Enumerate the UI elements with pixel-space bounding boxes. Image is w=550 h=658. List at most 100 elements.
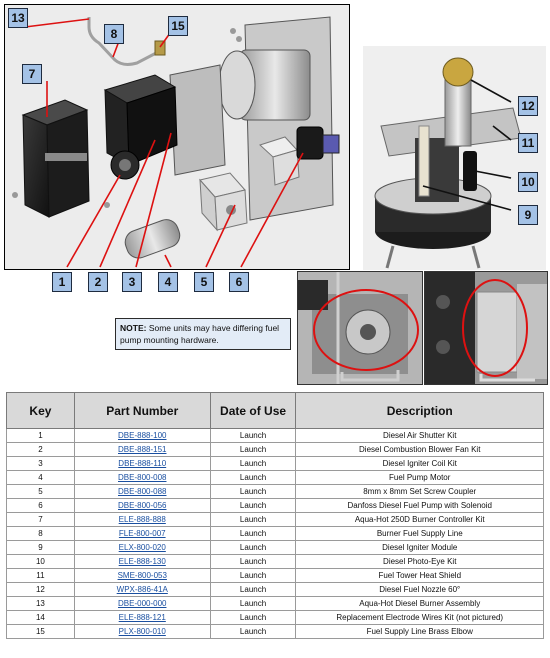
description-cell: Fuel Pump Motor [295, 470, 544, 485]
part-number-link[interactable]: SME-800-053 [117, 571, 167, 580]
part-number-cell: ELE-888-121 [73, 610, 211, 625]
part-number-cell: SME-800-053 [73, 568, 211, 583]
key-cell: 10 [6, 554, 75, 569]
callout-4: 4 [158, 272, 178, 292]
description-cell: Aqua-Hot Diesel Burner Assembly [295, 596, 544, 611]
fuel-tower-drawing [374, 57, 522, 269]
key-cell: 8 [6, 526, 75, 541]
part-number-link[interactable]: DBE-800-008 [118, 473, 167, 482]
pump-mount-detail-drawing-a [298, 272, 422, 384]
part-number-link[interactable]: ELE-888-121 [118, 613, 166, 622]
callout-2: 2 [88, 272, 108, 292]
part-number-link[interactable]: WPX-886-41A [116, 585, 168, 594]
description-cell: Diesel Combustion Blower Fan Kit [295, 442, 544, 457]
key-cell: 7 [6, 512, 75, 527]
part-number-link[interactable]: FLE-800-007 [118, 529, 166, 538]
part-number-link[interactable]: ELX-800-020 [118, 543, 166, 552]
header-description: Description [295, 392, 544, 429]
date-of-use-cell: Launch [209, 498, 297, 513]
callout-8: 8 [104, 24, 124, 44]
description-cell: Replacement Electrode Wires Kit (not pic… [295, 610, 544, 625]
part-number-cell: DBE-888-110 [73, 456, 211, 471]
key-cell: 5 [6, 484, 75, 499]
part-number-cell: ELE-888-888 [73, 512, 211, 527]
date-of-use-cell: Launch [209, 610, 297, 625]
date-of-use-cell: Launch [209, 540, 297, 555]
part-number-link[interactable]: ELE-888-130 [118, 557, 166, 566]
part-number-link[interactable]: DBE-888-100 [118, 431, 167, 440]
date-of-use-cell: Launch [209, 624, 297, 639]
description-cell: Diesel Photo-Eye Kit [295, 554, 544, 569]
callout-5: 5 [194, 272, 214, 292]
description-cell: Diesel Air Shutter Kit [295, 428, 544, 443]
part-number-link[interactable]: ELE-888-888 [118, 515, 166, 524]
date-of-use-cell: Launch [209, 470, 297, 485]
date-of-use-cell: Launch [209, 512, 297, 527]
key-cell: 14 [6, 610, 75, 625]
header-part-number: Part Number [73, 392, 211, 429]
key-cell: 12 [6, 582, 75, 597]
mounting-hardware-note: NOTE: Some units may have differing fuel… [115, 318, 291, 350]
pump-mount-detail-photo-b [424, 271, 548, 385]
date-of-use-cell: Launch [209, 428, 297, 443]
description-cell: Danfoss Diesel Fuel Pump with Solenoid [295, 498, 544, 513]
part-number-link[interactable]: DBE-000-000 [118, 599, 167, 608]
part-number-cell: DBE-888-100 [73, 428, 211, 443]
part-number-cell: DBE-800-088 [73, 484, 211, 499]
part-number-link[interactable]: DBE-888-110 [118, 459, 167, 468]
part-number-cell: DBE-888-151 [73, 442, 211, 457]
part-number-cell: WPX-886-41A [73, 582, 211, 597]
part-number-link[interactable]: DBE-888-151 [118, 445, 167, 454]
callout-12: 12 [518, 96, 538, 116]
callout-15: 15 [168, 16, 188, 36]
key-cell: 13 [6, 596, 75, 611]
date-of-use-cell: Launch [209, 526, 297, 541]
exploded-view-drawing [12, 16, 340, 268]
part-number-link[interactable]: DBE-800-088 [118, 487, 167, 496]
description-cell: Fuel Supply Line Brass Elbow [295, 624, 544, 639]
part-number-cell: DBE-800-056 [73, 498, 211, 513]
key-cell: 1 [6, 428, 75, 443]
note-text: Some units may have differing fuel pump … [120, 323, 280, 345]
callout-7: 7 [22, 64, 42, 84]
part-number-link[interactable]: DBE-800-056 [118, 501, 167, 510]
key-cell: 15 [6, 624, 75, 639]
part-number-cell: PLX-800-010 [73, 624, 211, 639]
description-cell: Diesel Fuel Nozzle 60° [295, 582, 544, 597]
header-key: Key [6, 392, 75, 429]
date-of-use-cell: Launch [209, 554, 297, 569]
date-of-use-cell: Launch [209, 484, 297, 499]
callout-9: 9 [518, 205, 538, 225]
date-of-use-cell: Launch [209, 582, 297, 597]
description-cell: Burner Fuel Supply Line [295, 526, 544, 541]
callout-11: 11 [518, 133, 538, 153]
date-of-use-cell: Launch [209, 442, 297, 457]
callout-13: 13 [8, 8, 28, 28]
date-of-use-cell: Launch [209, 456, 297, 471]
fuel-tower-illustration [363, 46, 546, 270]
part-number-cell: FLE-800-007 [73, 526, 211, 541]
callout-3: 3 [122, 272, 142, 292]
part-number-link[interactable]: PLX-800-010 [118, 627, 166, 636]
header-date-of-use: Date of Use [209, 392, 297, 429]
table-header-row: Key Part Number Date of Use Description [6, 392, 544, 429]
description-cell: Diesel Igniter Module [295, 540, 544, 555]
callout-6: 6 [229, 272, 249, 292]
key-cell: 2 [6, 442, 75, 457]
description-cell: Diesel Igniter Coil Kit [295, 456, 544, 471]
part-number-cell: DBE-000-000 [73, 596, 211, 611]
key-cell: 11 [6, 568, 75, 583]
callout-1: 1 [52, 272, 72, 292]
